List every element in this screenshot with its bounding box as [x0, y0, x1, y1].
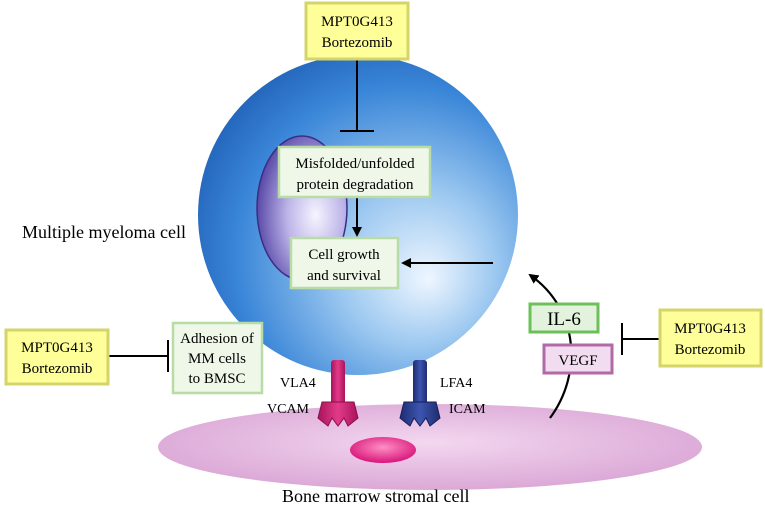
vcam-label: VCAM — [267, 402, 310, 417]
left-inhibition — [108, 340, 169, 372]
il6-box: IL-6 — [528, 302, 600, 334]
misfolded-line2: protein degradation — [296, 177, 414, 193]
stromal-nucleus — [350, 437, 416, 463]
drug-top-line2: Bortezomib — [322, 35, 393, 51]
il6-label: IL-6 — [547, 309, 581, 330]
misfolded-line1: Misfolded/unfolded — [295, 156, 415, 172]
drug-right-line1: MPT0G413 — [674, 321, 746, 337]
lfa4-label: LFA4 — [440, 376, 472, 391]
icam-label: ICAM — [449, 402, 486, 417]
vcam-ligand — [317, 401, 359, 427]
drug-top-line1: MPT0G413 — [321, 14, 393, 30]
drug-box-right: MPT0G413 Bortezomib — [658, 308, 763, 368]
multiple-myeloma-cell-label: Multiple myeloma cell — [22, 222, 186, 242]
lfa4-icam-receptor — [399, 360, 441, 427]
bone-marrow-stromal-cell-label: Bone marrow stromal cell — [282, 486, 469, 506]
drug-left-line1: MPT0G413 — [21, 340, 93, 356]
growth-line1: Cell growth — [308, 247, 380, 263]
vla4-vcam-receptor — [317, 360, 359, 427]
process-box-adhesion: Adhesion of MM cells to BMSC — [171, 321, 264, 395]
stromal-cell — [158, 404, 702, 490]
vla4-label: VLA4 — [280, 376, 316, 391]
lfa4-stalk — [413, 360, 427, 404]
top-inhibition — [340, 60, 374, 132]
vla4-stalk — [331, 360, 345, 404]
drug-box-left: MPT0G413 Bortezomib — [4, 328, 110, 386]
drug-box-top: MPT0G413 Bortezomib — [304, 1, 410, 61]
adhesion-line2: MM cells — [188, 351, 246, 367]
vegf-box: VEGF — [542, 343, 614, 375]
right-inhibition — [621, 323, 660, 355]
drug-right-line2: Bortezomib — [675, 342, 746, 358]
process-box-misfolded: Misfolded/unfolded protein degradation — [277, 145, 432, 199]
growth-line2: and survival — [307, 268, 381, 284]
icam-ligand — [399, 401, 441, 427]
process-box-growth: Cell growth and survival — [289, 236, 400, 290]
adhesion-line3: to BMSC — [188, 371, 245, 387]
adhesion-line1: Adhesion of — [180, 331, 254, 347]
vegf-label: VEGF — [558, 353, 597, 369]
drug-left-line2: Bortezomib — [22, 361, 93, 377]
